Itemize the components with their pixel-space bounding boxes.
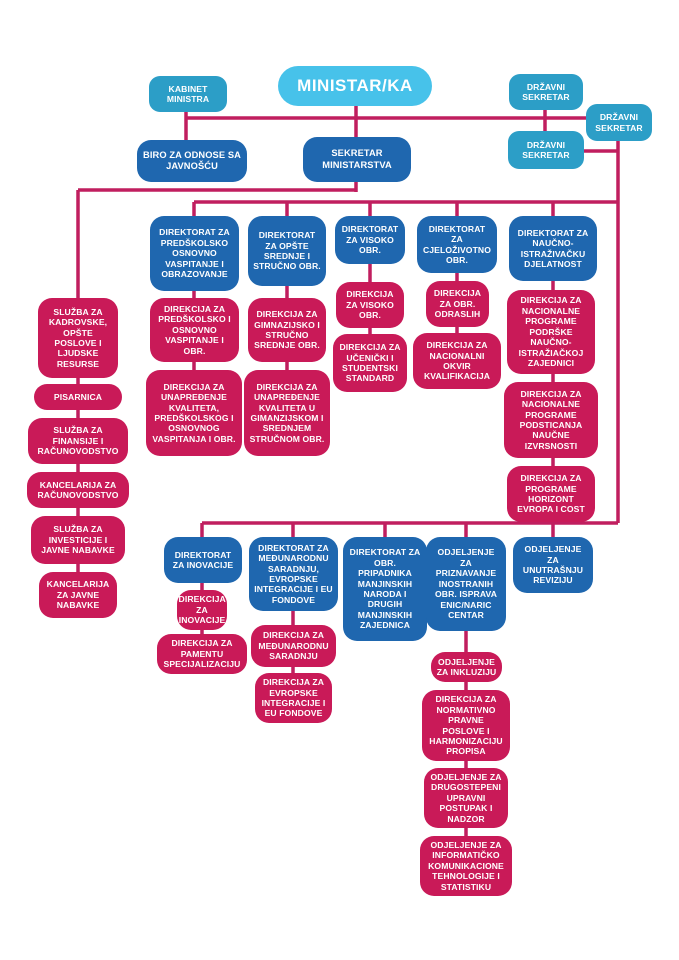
node-direktorat-predskolsko: DIREKTORAT ZA PREDŠKOLSKO OSNOVNO VASPIT… [150,216,239,291]
node-direkcija-predskolsko: DIREKCIJA ZA PREDŠKOLSKO I OSNOVNO VASPI… [150,298,239,362]
node-drzavni-sekretar-2: DRŽAVNI SEKRETAR [586,104,652,141]
node-kancelarija-nabavke: KANCELARIJA ZA JAVNE NABAVKE [39,572,117,618]
node-drzavni-sekretar-3: DRŽAVNI SEKRETAR [508,131,584,169]
node-kancelarija-racunovodstvo: KANCELARIJA ZA RAČUNOVODSTVO [27,472,129,508]
node-biro-odnosi-javnost: BIRO ZA ODNOSE SA JAVNOŠĆU [137,140,247,182]
node-sluzba-finansije: SLUŽBA ZA FINANSIJE I RAČUNOVODSTVO [28,418,128,464]
node-odjeljenje-inkluzija: ODJELJENJE ZA INKLUZIJU [431,652,502,682]
node-sekretar-ministarstva: SEKRETAR MINISTARSTVA [303,137,411,182]
node-direkcija-inovacije: DIREKCIJA ZA INOVACIJE [177,590,227,630]
node-direkcija-normativno-pravni: DIREKCIJA ZA NORMATIVNO PRAVNE POSLOVE I… [422,690,510,761]
node-odjeljenje-informaticko: ODJELJENJE ZA INFORMATIČKO KOMUNIKACIONE… [420,836,512,896]
node-direkcija-nacionalni-okvir: DIREKCIJA ZA NACIONALNI OKVIR KVALIFIKAC… [413,333,501,389]
node-odjeljenje-drugostepeni: ODJELJENJE ZA DRUGOSTEPENI UPRAVNI POSTU… [424,768,508,828]
node-direktorat-opste-srednje: DIREKTORAT ZA OPŠTE SREDNJE I STRUČNO OB… [248,216,326,286]
node-direkcija-horizont-evropa: DIREKCIJA ZA PROGRAME HORIZONT EVROPA I … [507,466,595,522]
node-kabinet-ministra: KABINET MINISTRA [149,76,227,112]
node-direkcija-unapredjenje-gimnazijsko: DIREKCIJA ZA UNAPREĐENJE KVALITETA U GIM… [244,370,330,456]
node-direktorat-cjelozivotno: DIREKTORAT ZA CJELOŽIVOTNO OBR. [417,216,497,273]
node-ministar: MINISTAR/KA [278,66,432,106]
node-direktorat-visoko: DIREKTORAT ZA VISOKO OBR. [335,216,405,264]
node-direkcija-pametna-specijalizacija: DIREKCIJA ZA PAMENTU SPECIJALIZACIJU [157,634,247,674]
node-direkcija-evropske-integracije: DIREKCIJA ZA EVROPSKE INTEGRACIJE I EU F… [255,673,332,723]
node-odjeljenje-revizija: ODJELJENJE ZA UNUTRAŠNJU REVIZIJU [513,537,593,593]
node-direkcija-medjunarodna: DIREKCIJA ZA MEĐUNARODNU SARADNJU [251,625,336,667]
node-sluzba-kadrovske: SLUŽBA ZA KADROVSKE, OPŠTE POSLOVE I LJU… [38,298,118,378]
node-odjeljenje-priznavanje: ODJELJENJE ZA PRIZNAVANJE INOSTRANIH OBR… [426,537,506,631]
node-direkcija-podrska-naucna: DIREKCIJA ZA NACIONALNE PROGRAME PODRŠKE… [507,290,595,374]
node-direkcija-obr-odraslih: DIREKCIJA ZA OBR. ODRASLIH [426,281,489,327]
node-direkcija-ucenicki-standard: DIREKCIJA ZA UČENIČKI I STUDENTSKI STAND… [333,334,407,392]
node-direkcija-podsticanje-izvrsnost: DIREKCIJA ZA NACIONALNE PROGRAME PODSTIC… [504,382,598,458]
node-direkcija-unapredjenje-predskolsko: DIREKCIJA ZA UNAPREĐENJE KVALITETA, PRED… [146,370,242,456]
node-direktorat-inovacije: DIREKTORAT ZA INOVACIJE [164,537,242,583]
node-direkcija-visoko: DIREKCIJA ZA VISOKO OBR. [336,282,404,328]
node-direkcija-gimnazijsko: DIREKCIJA ZA GIMNAZIJSKO I STRUČNO SREDN… [248,298,326,362]
node-direktorat-medjunarodna: DIREKTORAT ZA MEĐUNARODNU SARADNJU, EVRO… [249,537,338,611]
node-direktorat-naucno: DIREKTORAT ZA NAUČNO-ISTRAŽIVAČKU DJELAT… [509,216,597,281]
node-drzavni-sekretar-1: DRŽAVNI SEKRETAR [509,74,583,110]
node-direktorat-manjine: DIREKTORAT ZA OBR. PRIPADNIKA MANJINSKIH… [343,537,427,641]
node-pisarnica: PISARNICA [34,384,122,410]
node-sluzba-investicije: SLUŽBA ZA INVESTICIJE I JAVNE NABAVKE [31,516,125,564]
